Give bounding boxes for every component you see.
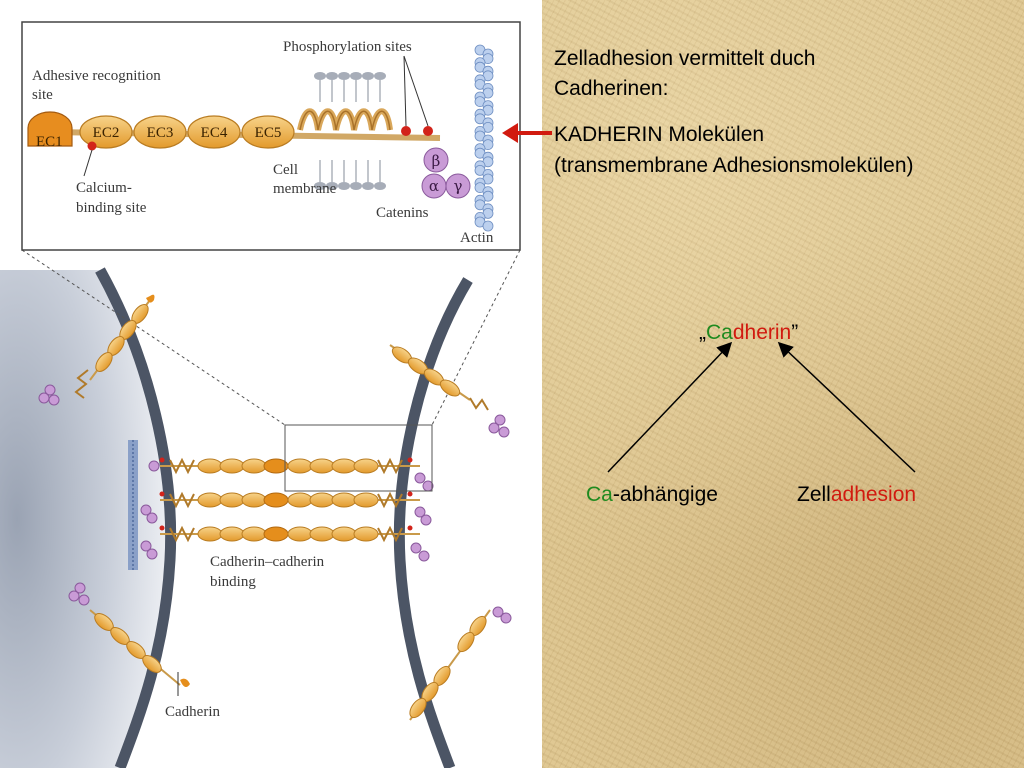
cadherin-upper-right [389,344,510,438]
zoom-region-box [284,424,433,492]
cadherin-diagram: Cadherin–cadherin binding Cadherin [0,21,521,768]
cadherin-pair-2 [140,491,432,526]
quote-open: „ [699,321,706,344]
ec3-label: EC3 [147,125,174,141]
phosphorylation-line-2 [403,55,429,127]
ec1-label: EC1 [36,134,63,150]
cell-membrane-label-line2: membrane [273,181,337,197]
ec2-domain [79,115,133,149]
ca-dependent-term: Ca-abhängige [586,481,718,508]
cell-membrane-label-line1: Cell [273,162,298,178]
phosphorylation-line-1 [403,55,407,127]
cadherin-lower-left [68,582,190,687]
calcium-label-line2: binding site [76,200,147,216]
ec5-label: EC5 [255,125,282,141]
ec4-domain [187,115,241,149]
kadherin-word: KADHERIN [554,123,663,146]
adhesion-part: adhesion [830,483,917,506]
title-line1: Zelladhesion vermittelt duch [554,47,816,70]
kadherin-line1: KADHERIN Molekülen [554,121,764,148]
cadherin-dherin-part: dherin [732,321,792,344]
adhesive-recognition-label-line1: Adhesive recognition [32,68,161,84]
binding-label-line2: binding [210,574,256,590]
arrow-ca-to-cadherin [607,341,733,473]
zelladhesion-term: Zelladhesion [797,481,916,508]
quote-close: ” [791,321,799,344]
cadherin-term: „Cadherin” [699,319,798,346]
ca-part: Ca [586,483,613,506]
beta-catenin [423,147,449,173]
actin-filament [474,44,494,232]
ec4-label: EC4 [201,125,228,141]
ec3-domain [133,115,187,149]
phosphorylation-label: Phosphorylation sites [283,39,412,55]
actin-bead [482,220,494,232]
zoom-line-right [431,249,521,426]
cadherin-lower-right [409,606,512,721]
ec5-domain [241,115,295,149]
cadherin-ca-part: Ca [706,321,733,344]
alpha-catenin-label: α [429,177,439,195]
kadherin-line2: (transmembrane Adhesionsmolekülen) [554,154,914,177]
beta-catenin-label: β [432,152,441,170]
adhesive-recognition-label-line2: site [32,87,53,103]
arrow-adhesion-to-cadherin [777,341,916,473]
transmembrane-helix-outline [299,110,391,131]
zell-part: Zell [797,483,831,506]
cadherin-upper-left [38,294,155,406]
binding-label-line1: Cadherin–cadherin [210,554,325,570]
ec1-domain [27,111,73,147]
red-arrow-head [502,123,548,143]
cadherin-pair-3 [140,525,430,562]
cadherin-diagram-panel: Cadherin–cadherin binding Cadherin [0,21,521,768]
phosphorylation-dot-2 [423,126,433,136]
cadherin-pair-1 [148,457,434,492]
right-cell-membrane [393,277,473,768]
text-panel: Zelladhesion vermittelt duch Cadherinen:… [542,0,1024,768]
calcium-pointer-line [83,149,93,177]
calcium-label-line1: Calcium- [76,180,132,196]
abhaengige-part: -abhängige [612,483,718,506]
kadherin-molecules-word: Molekülen [662,123,765,146]
calcium-binding-dot [87,141,97,151]
left-actin-filament [128,440,138,570]
zoom-line-left [21,249,286,426]
title-line2: Cadherinen: [554,77,669,100]
catenins-label: Catenins [376,205,429,221]
gamma-catenin-label: γ [454,177,463,195]
phosphorylation-dot-1 [401,126,411,136]
cadherin-label: Cadherin [165,704,220,720]
inset-detail: EC1 EC2 EC3 EC4 EC5 β [21,21,521,251]
ec2-label: EC2 [93,125,120,141]
membrane-lipid-bilayer [314,72,386,190]
gamma-catenin [445,173,471,199]
arrows-layer [542,131,916,473]
actin-label: Actin [460,230,494,246]
left-cell-membrane [95,267,177,768]
